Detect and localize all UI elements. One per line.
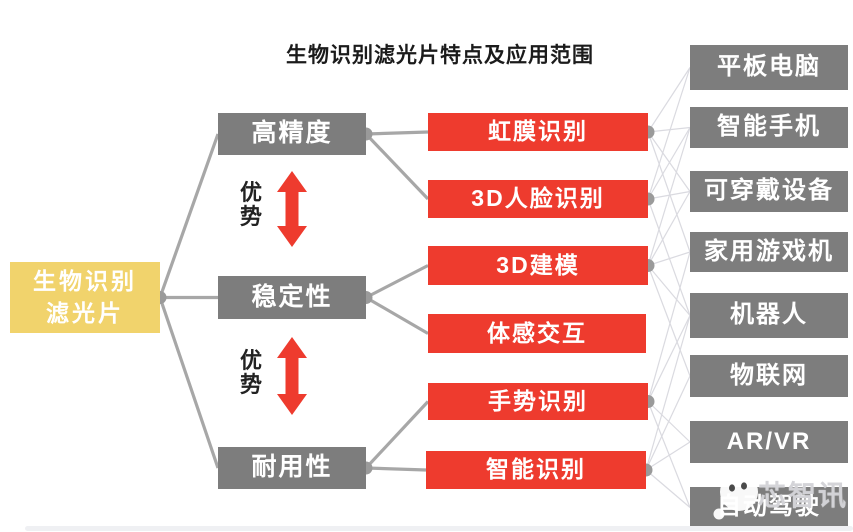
advantage-label-top: 优 势 [239,180,262,229]
bottom-divider [25,526,853,531]
application-console-box: 家用游戏机 [690,232,848,272]
capability-model3d-box: 3D建模 [428,246,648,285]
application-link-lines [645,67,691,508]
application-phone-box: 智能手机 [690,107,848,148]
application-tablet-box: 平板电脑 [690,45,848,90]
capability-smart-box: 智能识别 [426,451,646,489]
application-arvr-box: AR/VR [690,421,848,463]
capability-gesture-box: 手势识别 [428,383,648,420]
node-root-box: 生物识别 滤光片 [10,262,160,333]
feature-stability-box: 稳定性 [218,276,366,319]
application-robot-box: 机器人 [690,293,848,338]
watermark-logo-icon [713,473,758,520]
capability-motion-box: 体感交互 [428,314,646,353]
advantage-label-bottom: 优 势 [239,348,262,397]
application-iot-box: 物联网 [690,355,848,397]
page-title: 生物识别滤光片特点及应用范围 [286,44,594,67]
capability-iris-box: 虹膜识别 [428,113,648,151]
capability-face3d-box: 3D人脸识别 [428,180,648,218]
watermark-text: 芯智讯 [758,480,849,511]
feature-accuracy-box: 高精度 [218,113,366,155]
watermark: 芯智讯 [710,466,850,526]
feature-durability-box: 耐用性 [218,447,366,489]
application-wearable-box: 可穿戴设备 [690,171,848,212]
